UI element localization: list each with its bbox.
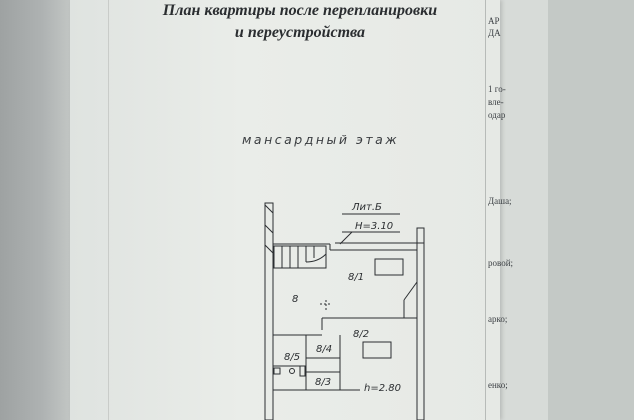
staircase [273,245,327,269]
title-line-2: и переустройства [234,24,366,41]
underlying-sheet-shadow [548,0,634,420]
room-label-8-3: 8/3 [315,377,331,388]
side-fragment: 1 го- [488,84,506,94]
floor-label: мансардный этаж [242,132,400,147]
room-label-8-5: 8/5 [284,352,300,363]
side-fragment: вле- [488,97,504,107]
side-fragment: Даша; [488,196,512,206]
document-title: План квартиры после перепланировки и пер… [150,0,450,44]
side-fragment: ровой; [488,258,514,268]
room-label-8-1: 8/1 [348,272,364,283]
side-fragment: арко; [488,314,508,324]
room-label-8: 8 [292,294,298,305]
side-fragment: ДА [488,28,501,38]
furniture [362,341,392,359]
page-fold-line [108,0,109,420]
room-label-8-4: 8/4 [316,344,332,355]
page-right-edge [485,0,486,420]
outer-wall-left [264,202,274,420]
title-line-1: План квартиры после перепланировки [162,2,438,19]
background-left [0,0,70,420]
height-low-label: h=2.80 [364,383,401,394]
side-fragment: одар [488,110,506,120]
document-page [70,0,500,420]
room-label-8-2: 8/2 [353,329,369,340]
outer-wall-right [416,227,425,420]
litera-label: Лит.Б [351,202,382,213]
side-fragment: енко; [488,380,508,390]
furniture [374,258,404,276]
side-fragment: АР [488,16,500,26]
height-label: H=3.10 [355,221,393,232]
